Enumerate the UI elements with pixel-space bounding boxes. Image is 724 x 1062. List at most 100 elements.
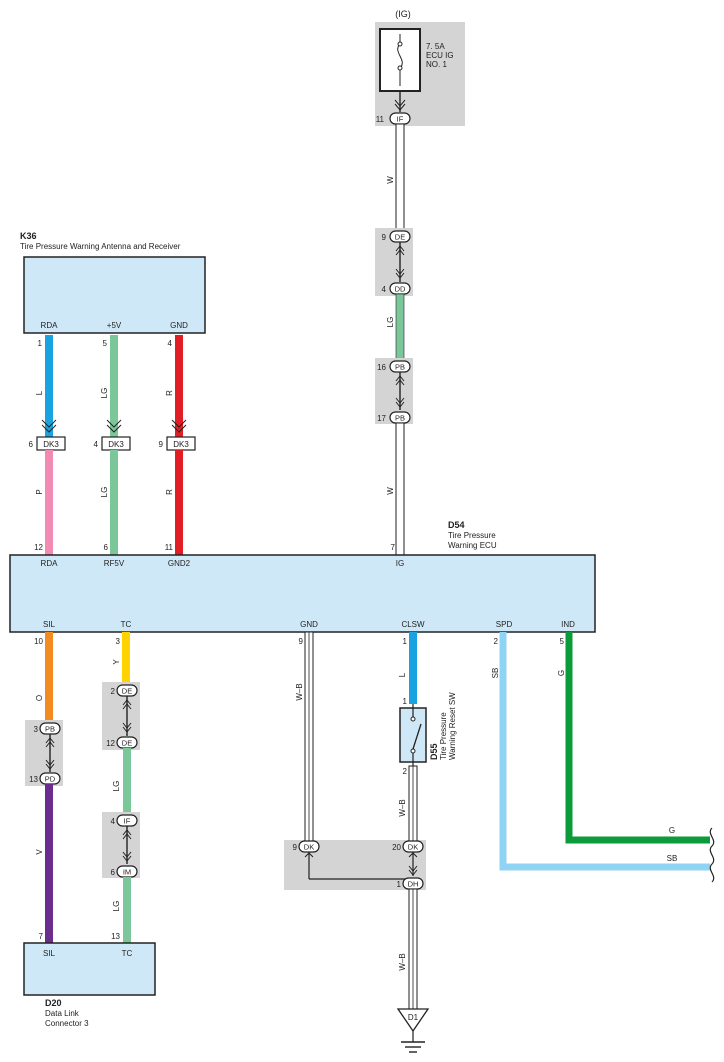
wire-o-sil-label: O [35, 695, 44, 701]
d20-pin-7: 7 [39, 932, 44, 941]
k36-pin-4: 4 [168, 339, 173, 348]
output-sb-label: SB [667, 854, 678, 863]
wire-lg-rf5v [110, 450, 118, 555]
wire-sb-spd [499, 632, 710, 871]
d54-name-2: Warning ECU [448, 541, 497, 550]
ground-dk1-pin: 9 [293, 843, 298, 852]
wire-wb-ground-label: W–B [398, 953, 407, 970]
connector-dk-1-label: DK [304, 843, 314, 852]
d20-name-2: Connector 3 [45, 1019, 89, 1028]
ecu-pin-6: 6 [104, 543, 109, 552]
dk3-pin-9: 9 [159, 440, 164, 449]
d55-name-2: Warning Reset SW [448, 692, 457, 760]
ecu-tc-label: TC [121, 620, 132, 629]
wire-y-tc-label: Y [112, 659, 121, 665]
pb2-pin: 17 [377, 414, 386, 423]
tc-de1-pin: 2 [111, 687, 116, 696]
dd-pin: 4 [382, 285, 387, 294]
ecu-ind-label: IND [561, 620, 575, 629]
ecu-pin-2: 2 [494, 637, 499, 646]
d55-id: D55 [429, 743, 439, 760]
connector-de-tc-2-label: DE [122, 739, 132, 748]
ecu-pin-10: 10 [34, 637, 43, 646]
ig-label: (IG) [395, 9, 411, 19]
ground-dh-pin: 1 [397, 880, 402, 889]
ecu-pin-1: 1 [403, 637, 408, 646]
d54-id: D54 [448, 520, 465, 530]
d20-id: D20 [45, 998, 62, 1008]
ecu-gnd-label: GND [300, 620, 318, 629]
wire-w-lower-label: W [386, 487, 395, 495]
wire-g-ind [565, 632, 710, 844]
connector-dk-2-label: DK [408, 843, 418, 852]
k36-name: Tire Pressure Warning Antenna and Receiv… [20, 242, 181, 251]
wire-v-sil-label: V [35, 849, 44, 855]
connector-de-ig-label: DE [395, 233, 405, 242]
d20-name-1: Data Link [45, 1009, 80, 1018]
continuation-break-icon [709, 827, 715, 883]
fuse-name-2: NO. 1 [426, 60, 447, 69]
k36-pin-5: 5 [103, 339, 108, 348]
wire-l-rda [45, 335, 53, 437]
connector-de-tc-1-label: DE [122, 687, 132, 696]
ecu-ig-label: IG [396, 559, 404, 568]
k36-pin-1: 1 [38, 339, 43, 348]
ground-dk2-pin: 20 [392, 843, 401, 852]
connector-if-tc-label: IF [124, 817, 131, 826]
tc-im-pin: 6 [111, 868, 116, 877]
connector-dk3-rda-label: DK3 [43, 440, 59, 449]
fuse-pin-number: 11 [376, 115, 385, 124]
ecu-pin-9: 9 [299, 637, 304, 646]
wire-p-rda [45, 450, 53, 555]
ecu-pin-3: 3 [116, 637, 121, 646]
fuse-name-1: ECU IG [426, 51, 454, 60]
k36-component [23, 256, 206, 334]
wire-y-tc [122, 632, 130, 684]
wire-r-gnd2 [175, 450, 183, 555]
wire-r-gnd-label: R [165, 390, 174, 396]
wire-lg-rf5v-label: LG [100, 487, 109, 498]
connector-pb-sil-label: PB [45, 725, 55, 734]
d20-tc-label: TC [122, 949, 133, 958]
ecu-gnd2-label: GND2 [168, 559, 191, 568]
wire-w-upper-label: W [386, 176, 395, 184]
de-pin: 9 [382, 233, 387, 242]
sil-pd-pin: 13 [29, 775, 38, 784]
wire-lg-tc-2-label: LG [112, 901, 121, 912]
dk3-pin-4: 4 [94, 440, 99, 449]
wire-l-clsw [409, 632, 417, 704]
connector-dd-label: DD [395, 285, 406, 294]
connector-dk3-gnd-label: DK3 [173, 440, 189, 449]
d54-name-1: Tire Pressure [448, 531, 496, 540]
wire-l-clsw-label: L [398, 672, 407, 677]
k36-pin-rda-label: RDA [41, 321, 59, 330]
ecu-pin-7: 7 [391, 543, 396, 552]
wire-o-sil [45, 632, 53, 724]
connector-pb-ig-1-label: PB [395, 363, 405, 372]
wire-lg-5v-label: LG [100, 388, 109, 399]
connector-pb-ig-2-label: PB [395, 414, 405, 423]
ecu-pin-12: 12 [34, 543, 43, 552]
wire-wb-gnd-label: W–B [295, 683, 304, 700]
ecu-sil-label: SIL [43, 620, 56, 629]
wire-lg-tc-1-label: LG [112, 781, 121, 792]
wire-lg-ig-label: LG [386, 317, 395, 328]
connector-if-label: IF [397, 115, 404, 124]
ecu-rf5v-label: RF5V [104, 559, 125, 568]
dk3-pin-6: 6 [29, 440, 34, 449]
d55-pin-1: 1 [403, 697, 408, 706]
connector-pd-label: PD [45, 775, 56, 784]
sil-pb-pin: 3 [34, 725, 39, 734]
switch-contact-icon [412, 723, 422, 750]
ecu-clsw-label: CLSW [401, 620, 425, 629]
ecu-spd-label: SPD [496, 620, 513, 629]
fuse-rating: 7. 5A [426, 42, 445, 51]
d55-name-1: Tire Pressure [439, 712, 448, 760]
wire-lg-tc-1 [123, 748, 131, 814]
k36-pin-5v-label: +5V [107, 321, 122, 330]
d20-pin-13: 13 [111, 932, 120, 941]
wire-lg-ig [395, 293, 405, 361]
wire-w-upper [395, 123, 405, 232]
wire-r-gnd2-label: R [165, 489, 174, 495]
